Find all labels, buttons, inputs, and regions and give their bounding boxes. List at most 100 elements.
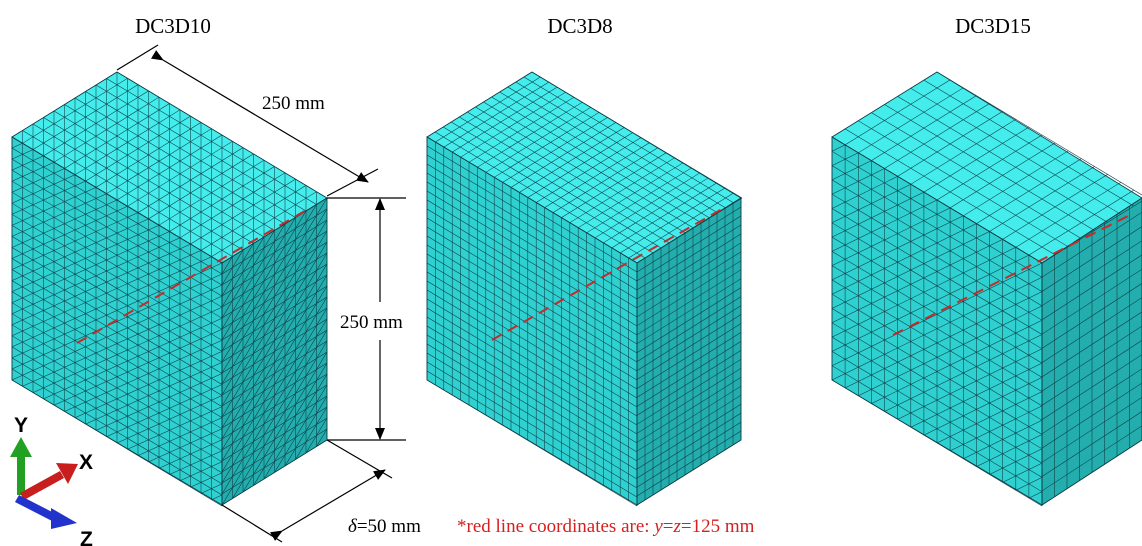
block-dc3d15-front-mesh-line: [923, 377, 1043, 436]
block-dc3d8-side-mesh-line: [636, 251, 742, 318]
block-dc3d8-front-mesh-line: [426, 298, 638, 426]
block-dc3d10-side-mesh-line: [221, 285, 328, 462]
block-dc3d10-front-mesh-line: [11, 199, 118, 248]
note-prefix: *red line coordinates are:: [457, 516, 654, 537]
block-dc3d8-top-mesh-line: [426, 136, 638, 264]
block-dc3d10-front-mesh-line: [11, 187, 97, 226]
block-dc3d8-top-mesh-line: [620, 187, 726, 254]
block-dc3d15-front-mesh-line: [831, 144, 846, 152]
block-dc3d8-side-mesh-line: [636, 341, 742, 407]
block-dc3d10-side-mesh-line: [253, 362, 328, 486]
block-dc3d8-front-mesh-line: [426, 199, 638, 327]
block-dc3d15: [831, 71, 1142, 507]
block-dc3d8-top-mesh-line: [594, 172, 701, 239]
block-dc3d10-front-mesh-line: [11, 143, 23, 149]
block-dc3d15-top-mesh-line: [884, 103, 990, 169]
block-dc3d10-side-mesh-line: [221, 296, 328, 473]
thickness-dimension: δ=50 mm: [221, 439, 421, 543]
thickness-dimension-label: δ=50 mm: [348, 516, 421, 537]
block-dc3d15-side-mesh-line: [1041, 439, 1142, 506]
block-dc3d10-side-mesh-line: [221, 197, 328, 374]
block-dc3d10-front-mesh-line: [11, 168, 65, 193]
block-dc3d8-side-mesh-line: [636, 296, 742, 362]
block-dc3d10-front-mesh-line: [127, 406, 223, 450]
block-dc3d10-red-line: [76, 207, 311, 344]
block-dc3d15-top-mesh-line: [1002, 174, 1108, 240]
y-axis-letter: Y: [14, 414, 28, 437]
block-dc3d8-front-mesh-line: [426, 379, 638, 507]
block-dc3d15-front-mesh-line: [831, 223, 977, 295]
block-dc3d8-top-mesh-line: [527, 132, 633, 198]
block-dc3d10-front-mesh-line: [200, 483, 223, 494]
y-axis-arrow: [10, 437, 32, 495]
block-dc3d8-top-mesh-line: [515, 81, 726, 209]
block-dc3d10-front-mesh-line: [64, 340, 223, 412]
block-dc3d8-top-mesh-line: [443, 126, 654, 254]
block-dc3d15-side-mesh-line: [1041, 268, 1142, 335]
block-dc3d15-front-mesh-line: [949, 405, 1043, 452]
block-dc3d10-side-mesh-line: [221, 249, 244, 286]
block-dc3d15-front-mesh-line: [936, 391, 1043, 444]
block-dc3d8-top-mesh-line: [502, 117, 608, 183]
block-dc3d8-side-mesh-line: [636, 403, 742, 470]
block-dc3d10-front-mesh-line: [43, 317, 223, 400]
height-dimension-label: 250 mm: [340, 312, 403, 333]
block-dc3d10-front-mesh-line: [11, 284, 223, 381]
block-dc3d8-front-mesh-line: [426, 361, 638, 489]
block-dc3d8-top-mesh-line: [452, 86, 558, 153]
block-dc3d8-top-mesh-line: [544, 142, 650, 208]
block-dc3d8-top-mesh-line: [628, 192, 734, 259]
block-dc3d8-front-mesh-line: [426, 190, 638, 318]
block-dc3d10-front-mesh-line: [169, 450, 223, 475]
block-dc3d8-side-mesh-line: [636, 215, 742, 282]
block-dc3d8-front-mesh-line: [426, 289, 638, 417]
block-dc3d8-side-mesh-line: [636, 314, 742, 380]
block-dc3d10-side-mesh-line: [221, 274, 328, 451]
block-dc3d10-front-mesh-line: [11, 206, 128, 259]
block-dc3d15-front-mesh-line: [831, 215, 964, 281]
block-dc3d8-side-mesh-line: [636, 197, 742, 264]
block-dc3d10-side-mesh-line: [221, 204, 317, 363]
block-dc3d15-front-mesh-line: [831, 262, 1043, 366]
block-dc3d8-top-mesh-line: [443, 81, 549, 148]
block-dc3d10-side-mesh-line: [221, 256, 233, 275]
block-dc3d15-top-mesh-line: [1028, 189, 1135, 256]
block-dc3d10-side-mesh-line: [221, 219, 328, 396]
block-dc3d15-front-mesh-line: [976, 434, 1043, 467]
block-dc3d8-side-mesh-line: [636, 233, 742, 300]
block-dc3d10-front-mesh-line: [11, 218, 149, 281]
block-dc3d10-front-mesh-line: [11, 149, 34, 160]
block-dc3d15-side-mesh-line: [1041, 254, 1142, 321]
red-line-note: *red line coordinates are: y=z=125 mm: [457, 516, 755, 537]
title-dc3d8: DC3D8: [547, 14, 612, 38]
block-dc3d8-side-mesh-line: [636, 377, 742, 443]
thickness-extension-line-left: [221, 504, 283, 543]
block-dc3d10-side-mesh-line: [221, 263, 328, 440]
note-eq2: =125 mm: [681, 516, 755, 537]
block-dc3d8-front-mesh-line: [426, 217, 638, 345]
block-dc3d8-top-mesh-line: [475, 106, 686, 234]
block-dc3d15-front-mesh-line: [858, 305, 1043, 397]
block-dc3d15-side-mesh-line: [1041, 283, 1142, 349]
block-dc3d10-front-mesh-line: [11, 155, 44, 171]
block-dc3d8-side-mesh-line: [636, 269, 742, 335]
title-dc3d15: DC3D15: [955, 14, 1031, 38]
block-dc3d10-front-mesh-line: [116, 395, 223, 444]
block-dc3d10-front-mesh-line: [11, 161, 55, 182]
block-dc3d10-side-mesh-line: [295, 406, 328, 460]
block-dc3d8-top-mesh-line: [499, 91, 710, 219]
block-dc3d8-front-mesh-line: [426, 262, 638, 390]
block-dc3d15-top-mesh-line: [844, 79, 951, 146]
length-dimension-arrow: [150, 50, 369, 183]
length-dimension: 250 mm: [116, 44, 379, 197]
block-dc3d15-side-mesh-line: [1041, 411, 1142, 477]
block-dc3d10-front-mesh-line: [85, 362, 223, 425]
block-dc3d8-red-line: [491, 208, 723, 341]
block-dc3d15-front-mesh-line: [831, 160, 872, 181]
block-dc3d15-front-mesh-line: [897, 348, 1043, 420]
block-dc3d15-side-mesh-line: [1041, 211, 1142, 278]
block-dc3d8-mesh-lines: [426, 71, 743, 507]
block-dc3d8-top-mesh-line: [434, 131, 646, 259]
block-dc3d15-front-mesh-line: [910, 362, 1043, 428]
block-dc3d8-side-mesh-line: [636, 305, 742, 371]
